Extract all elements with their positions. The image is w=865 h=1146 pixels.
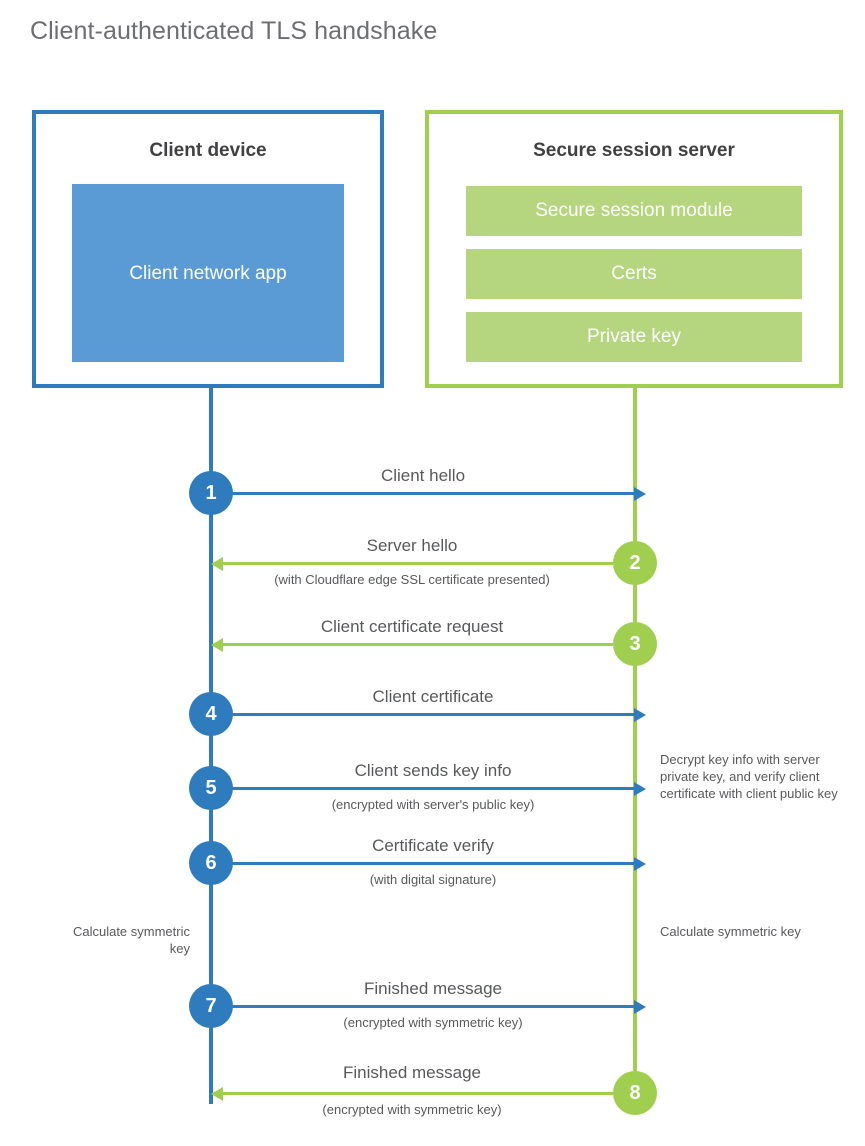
arrowhead-left-icon	[211, 637, 223, 652]
server-calculate-symmetric-key-note: Calculate symmetric key	[660, 924, 801, 939]
step-5-arrow	[231, 781, 646, 796]
step-8-arrow	[211, 1086, 613, 1101]
step-6-marker[interactable]: 6	[189, 841, 233, 885]
server-component-secure-session-module: Secure session module	[466, 186, 802, 236]
step-8-sublabel: (encrypted with symmetric key)	[322, 1102, 502, 1117]
step-5-label: Client sends key info	[354, 761, 512, 780]
arrowhead-right-icon	[634, 856, 646, 871]
step-1-label: Client hello	[380, 466, 466, 485]
client-lifeline	[209, 388, 213, 1104]
step-5-marker[interactable]: 5	[189, 766, 233, 810]
step-7-label: Finished message	[364, 979, 502, 998]
step-7-sublabel: (encrypted with symmetric key)	[343, 1015, 523, 1030]
step-3-label: Client certificate request	[320, 617, 504, 636]
arrowhead-right-icon	[634, 781, 646, 796]
client-device-box: Client device Client network app	[32, 110, 384, 388]
step-2-sublabel: (with Cloudflare edge SSL certificate pr…	[274, 572, 550, 587]
server-lifeline	[633, 386, 637, 1096]
secure-session-server-title: Secure session server	[533, 140, 735, 161]
step-4-arrow	[231, 707, 646, 722]
step-2-label: Server hello	[366, 536, 458, 555]
step-2-marker[interactable]: 2	[613, 541, 657, 585]
step-4-label: Client certificate	[372, 687, 494, 706]
step-3-arrow	[211, 637, 613, 652]
step-5-sublabel: (encrypted with server's public key)	[331, 797, 535, 812]
step-1-marker[interactable]: 1	[189, 471, 233, 515]
step-7-arrow	[231, 999, 646, 1014]
client-calculate-symmetric-key-note: Calculate symmetric key	[72, 924, 190, 956]
step-6-label: Certificate verify	[372, 836, 494, 855]
arrowhead-right-icon	[634, 486, 646, 501]
step-7-marker[interactable]: 7	[189, 984, 233, 1028]
arrowhead-right-icon	[634, 707, 646, 722]
server-decrypt-note: Decrypt key info with server private key…	[660, 752, 838, 801]
step-8-marker[interactable]: 8	[613, 1071, 657, 1115]
server-component-certs: Certs	[466, 249, 802, 299]
step-4-marker[interactable]: 4	[189, 692, 233, 736]
server-component-private-key: Private key	[466, 312, 802, 362]
step-2-arrow	[211, 556, 613, 571]
arrowhead-left-icon	[211, 1086, 223, 1101]
step-8-label: Finished message	[343, 1063, 481, 1082]
step-3-marker[interactable]: 3	[613, 622, 657, 666]
secure-session-server-box: Secure session server Secure session mod…	[425, 110, 843, 388]
arrowhead-left-icon	[211, 556, 223, 571]
step-6-sublabel: (with digital signature)	[369, 872, 497, 887]
step-6-arrow	[231, 856, 646, 871]
client-network-app-block: Client network app	[72, 184, 344, 362]
arrowhead-right-icon	[634, 999, 646, 1014]
client-device-title: Client device	[149, 140, 267, 161]
page-title: Client-authenticated TLS handshake	[30, 17, 438, 45]
step-1-arrow	[231, 486, 646, 501]
